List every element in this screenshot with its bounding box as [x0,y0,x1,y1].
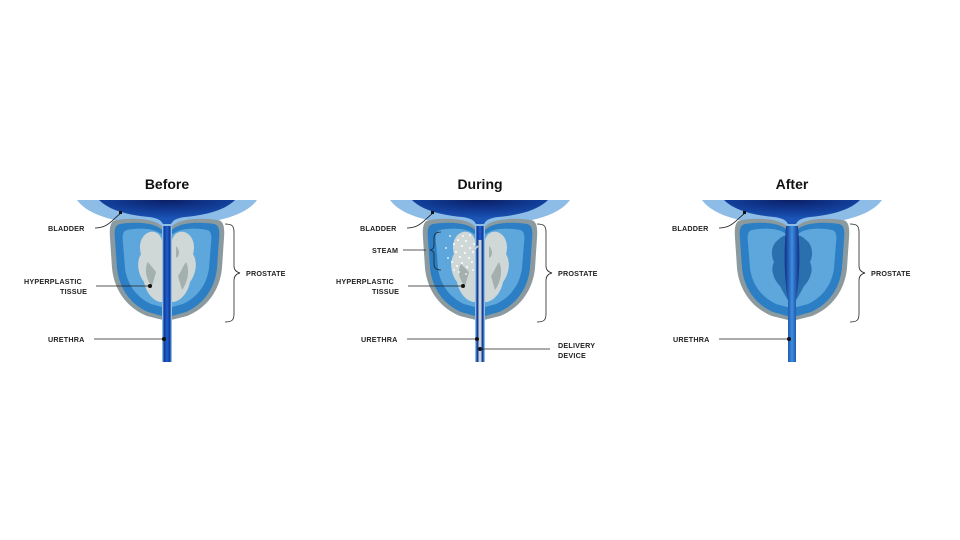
delivery-needle [473,245,479,251]
panel-title-after: After [776,176,809,192]
prostate-bracket [849,223,866,323]
panel-title-during: During [457,176,502,192]
label-steam: STEAM [372,246,398,255]
delivery-device-shaft [478,240,482,362]
urethra-channel [163,226,171,362]
label-delivery-1: DELIVERY [558,341,595,350]
panel-during: During BLADDER STEAM [336,176,598,362]
panel-before: Before BLADDER HYPERPLASTIC TISSUE URETH… [24,176,286,362]
urethra-channel [784,226,800,362]
prostate-bracket [536,223,553,323]
bladder-shape [77,200,257,230]
label-urethra: URETHRA [361,335,398,344]
prostate-bracket [224,223,241,323]
steam-particles [445,234,477,275]
label-urethra: URETHRA [48,335,85,344]
steam-bracket [429,231,442,271]
label-bladder: BLADDER [48,224,85,233]
label-bladder: BLADDER [672,224,709,233]
panel-after: After BLADDER URETHRA PROSTATE [672,176,911,362]
label-hyperplastic-1: HYPERPLASTIC [24,277,82,286]
label-urethra: URETHRA [673,335,710,344]
label-prostate: PROSTATE [246,269,286,278]
label-hyperplastic-1: HYPERPLASTIC [336,277,394,286]
label-hyperplastic-2: TISSUE [60,287,87,296]
label-hyperplastic-2: TISSUE [372,287,399,296]
label-bladder: BLADDER [360,224,397,233]
label-delivery-2: DEVICE [558,351,586,360]
label-prostate: PROSTATE [871,269,911,278]
label-prostate: PROSTATE [558,269,598,278]
panel-title-before: Before [145,176,190,192]
